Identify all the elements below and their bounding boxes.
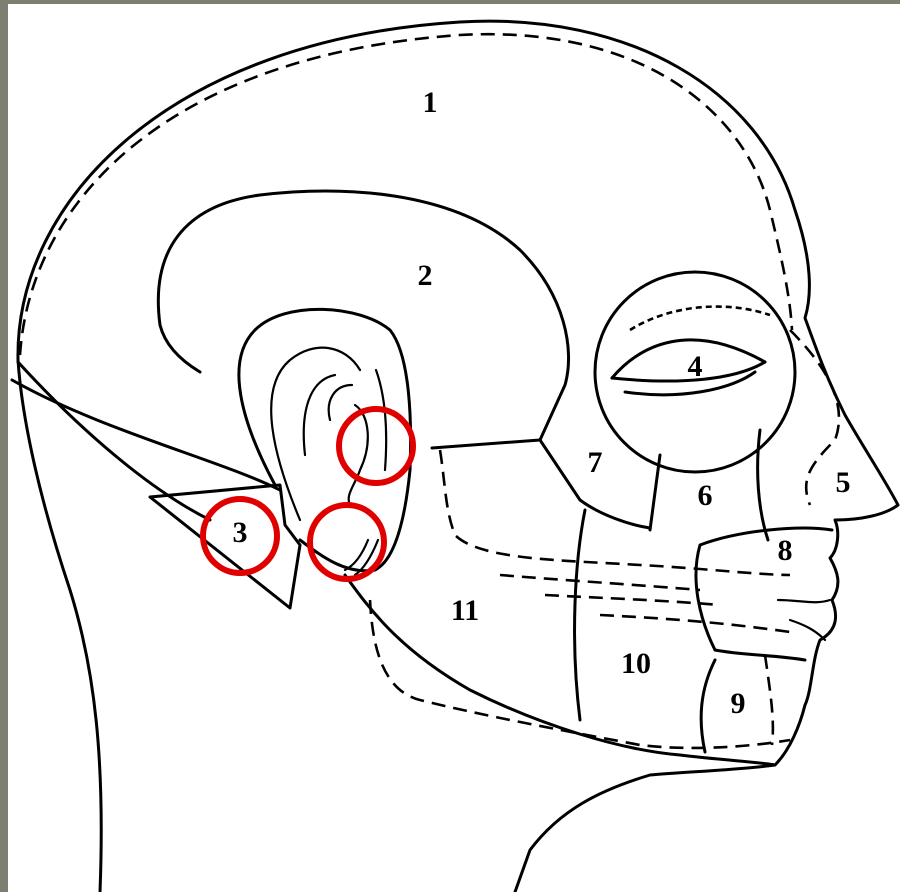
ear-helix xyxy=(271,348,360,520)
submandibular-dashed-line xyxy=(370,600,790,748)
region-3-label: 3 xyxy=(233,516,248,549)
lip-detail xyxy=(778,600,830,640)
region-6-label: 6 xyxy=(698,479,713,512)
highlight-circle-temporal xyxy=(339,409,413,483)
mouth-upper-outline xyxy=(696,528,832,650)
region-5-label: 5 xyxy=(836,466,851,499)
chin-outline xyxy=(701,650,805,752)
region-10-label: 10 xyxy=(621,647,651,680)
eyebrow xyxy=(630,307,770,330)
occipital-line xyxy=(18,362,210,520)
mouth-dashed-lines xyxy=(500,575,790,632)
region-2-label: 2 xyxy=(418,259,433,292)
head-regions-diagram: 1 2 3 4 5 6 7 8 9 10 11 xyxy=(8,4,900,892)
parotid-dashed-line xyxy=(440,450,790,575)
region-1-label: 1 xyxy=(423,86,438,119)
diagram-canvas: 1 2 3 4 5 6 7 8 9 10 11 xyxy=(8,4,900,892)
region-9-label: 9 xyxy=(731,687,746,720)
chin-dashed-line xyxy=(765,655,773,745)
neck-back-line xyxy=(18,360,101,892)
region-11-label: 11 xyxy=(451,594,479,627)
nose-dashed-line xyxy=(790,330,839,505)
temporal-lower-line xyxy=(160,325,200,372)
scalp-dashed-line xyxy=(20,34,792,355)
region-4-label: 4 xyxy=(688,350,703,383)
head-outline xyxy=(18,21,898,892)
region-8-label: 8 xyxy=(778,534,793,567)
ear-antihelix xyxy=(304,375,368,505)
region-10-line xyxy=(575,510,585,720)
region-7-label: 7 xyxy=(588,446,603,479)
